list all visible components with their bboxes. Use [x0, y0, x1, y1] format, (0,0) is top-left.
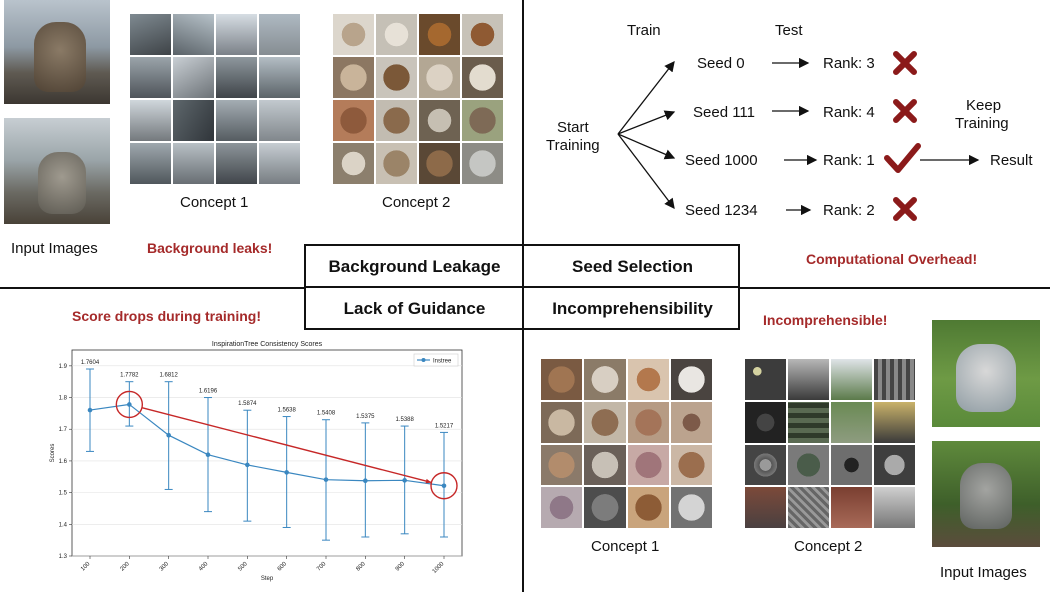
branch-arrow-seed1234 [617, 133, 675, 210]
test-label: Test [775, 22, 803, 39]
x-tick-label: 700 [316, 561, 328, 573]
cross-icon [893, 51, 917, 75]
train-label: Train [627, 22, 661, 39]
cross-icon [893, 99, 917, 123]
background-leaks-annotation: Background leaks! [147, 240, 273, 256]
branch-arrow-seed0 [617, 60, 675, 135]
data-label: 1.7604 [81, 360, 100, 366]
seed-0: Seed 0 [697, 55, 745, 72]
input-image-4 [932, 441, 1040, 547]
legend-label: Instree [433, 359, 452, 365]
lack-of-guidance-cell: Lack of Guidance [343, 298, 486, 318]
concept2-grid-bottom [745, 359, 915, 528]
x-axis-label: Step [261, 576, 274, 582]
data-point [402, 478, 407, 483]
data-point [166, 432, 171, 438]
highlight-circle-start [115, 390, 144, 419]
seed-1234: Seed 1234 [685, 202, 758, 219]
y-tick-label: 1.7 [59, 427, 68, 433]
x-tick-label: 400 [198, 561, 210, 573]
x-tick-label: 1000 [432, 561, 446, 575]
data-label: 1.5408 [317, 411, 336, 417]
data-point [323, 477, 329, 482]
x-tick-label: 300 [159, 561, 171, 573]
data-point [284, 470, 289, 475]
data-label: 1.7782 [120, 373, 139, 379]
chart-legend: Instree [413, 353, 459, 367]
computational-overhead-annotation: Computational Overhead! [806, 251, 978, 267]
seed-flow-diagram [617, 51, 980, 221]
keep-training-line1: Keep [966, 97, 1002, 114]
incomprehensible-annotation: Incomprehensible! [763, 312, 888, 328]
y-tick-label: 1.8 [59, 396, 68, 402]
x-tick-label: 900 [395, 561, 407, 573]
data-point [205, 452, 211, 458]
x-tick-label: 500 [237, 561, 249, 573]
background-leakage-cell: Background Leakage [328, 256, 501, 276]
challenges-box: Background Leakage Seed Selection Lack o… [304, 244, 740, 330]
check-icon [884, 143, 921, 173]
seed-111: Seed 111 [693, 104, 755, 121]
data-label: 1.6812 [159, 373, 178, 379]
seed-selection-cell: Seed Selection [572, 256, 693, 276]
data-label: 1.5388 [395, 417, 414, 423]
y-tick-label: 1.5 [59, 491, 68, 497]
data-label: 1.5638 [277, 408, 296, 414]
consistency-chart: InspirationTree Consistency Scores 1.3 1.… [50, 341, 463, 582]
incomprehensibility-cell: Incomprehensibility [552, 298, 713, 318]
rank-seed1234: Rank: 2 [823, 202, 875, 219]
start-training-line1: Start [557, 119, 589, 136]
y-axis-label: Scores [50, 444, 56, 463]
data-label: 1.5375 [356, 414, 375, 420]
start-training-line2: Training [546, 137, 600, 154]
concept2-label-bottom: Concept 2 [794, 538, 863, 555]
highlight-arrow [141, 407, 432, 484]
data-point [441, 483, 447, 489]
y-tick-label: 1.6 [59, 459, 68, 465]
keep-training-line2: Training [955, 115, 1009, 132]
data-label: 1.5874 [238, 401, 257, 407]
data-point [245, 462, 250, 468]
input-images-label: Input Images [11, 240, 98, 257]
concept2-label: Concept 2 [382, 194, 451, 211]
rank-seed0: Rank: 3 [823, 55, 875, 72]
concept2-grid [333, 14, 503, 184]
data-point [87, 407, 93, 413]
x-tick-label: 200 [119, 561, 131, 573]
seed-1000: Seed 1000 [685, 152, 758, 169]
result-label: Result [990, 152, 1033, 169]
score-drops-annotation: Score drops during training! [72, 308, 262, 324]
highlight-arrowhead [425, 478, 432, 484]
data-point [127, 402, 132, 407]
input-image-1 [4, 0, 110, 104]
plot-frame [71, 349, 463, 557]
y-tick-label: 1.3 [59, 554, 68, 560]
rank-seed111: Rank: 4 [823, 104, 875, 121]
x-tick-label: 600 [277, 561, 289, 573]
x-tick-label: 800 [355, 561, 367, 573]
data-label: 1.6196 [199, 389, 218, 395]
data-label: 1.5217 [435, 423, 454, 429]
chart-title: InspirationTree Consistency Scores [212, 341, 323, 348]
highlight-circle-end [430, 472, 458, 500]
input-images-label-bottom: Input Images [940, 564, 1027, 581]
concept1-grid [130, 14, 300, 184]
rank-seed1000: Rank: 1 [823, 152, 875, 169]
concept1-grid-bottom [541, 359, 712, 528]
series-line-instree [89, 403, 445, 487]
branch-arrow-seed111 [617, 110, 676, 135]
concept1-label-bottom: Concept 1 [591, 538, 660, 555]
input-image-2 [4, 118, 110, 224]
data-point [363, 478, 368, 484]
y-tick-label: 1.4 [59, 522, 68, 528]
x-tick-label: 100 [80, 561, 92, 573]
branch-arrow-seed1000 [617, 133, 676, 160]
y-tick-label: 1.9 [59, 364, 68, 370]
concept1-label: Concept 1 [180, 194, 249, 211]
input-image-3 [932, 320, 1040, 427]
cross-icon [893, 197, 917, 221]
